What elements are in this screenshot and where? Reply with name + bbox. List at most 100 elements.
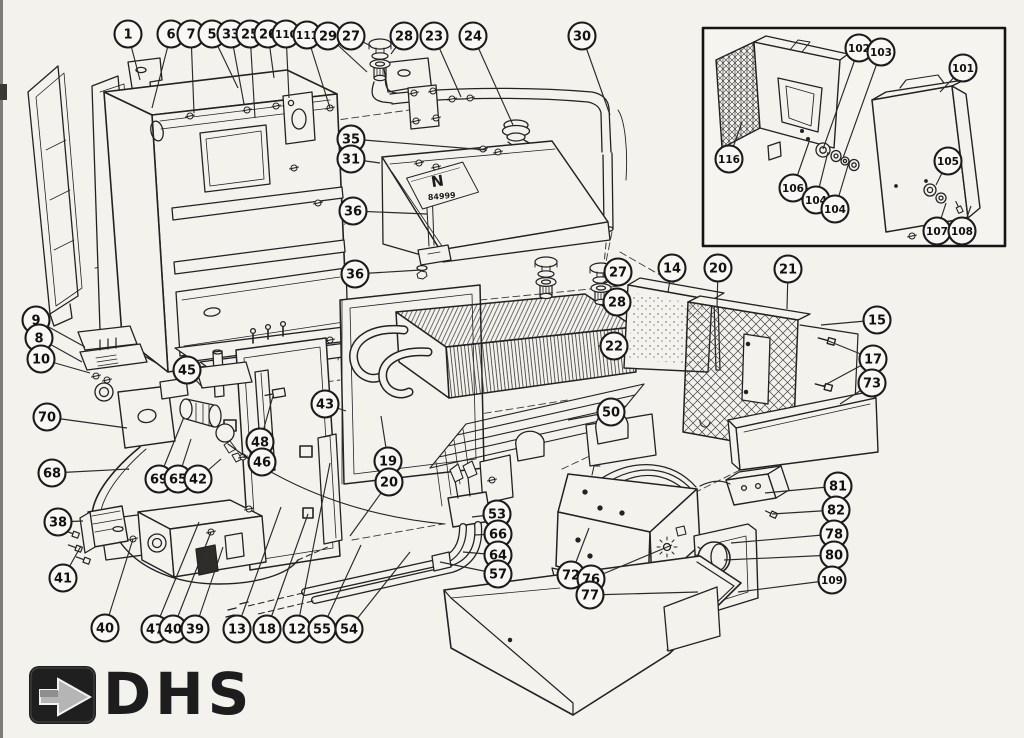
balloon-circle	[48, 563, 78, 593]
balloon-number: 1	[123, 28, 132, 43]
balloon-number: 19	[379, 455, 397, 470]
part-balloon-10: 10	[26, 344, 56, 374]
leader-line	[730, 533, 835, 544]
balloon-number: 21	[779, 263, 797, 278]
balloon-circle	[336, 21, 366, 51]
balloon-number: 28	[395, 30, 413, 45]
part-balloon-8: 8	[24, 323, 54, 353]
balloon-circle	[222, 614, 252, 644]
part-balloon-116: 116	[714, 144, 744, 174]
balloon-number: 33	[222, 28, 240, 43]
balloon-number: 55	[313, 623, 331, 638]
balloon-circle	[599, 331, 629, 361]
part-balloon-27: 27	[336, 21, 366, 51]
balloon-number: 66	[489, 528, 507, 543]
balloon-number: 102	[848, 43, 870, 55]
balloon-number: 80	[825, 549, 843, 564]
part-balloon-23: 23	[419, 21, 449, 51]
balloon-number: 43	[316, 398, 334, 413]
balloon-number: 108	[951, 226, 973, 238]
balloon-circle	[857, 368, 887, 398]
balloon-number: 41	[54, 572, 72, 587]
leader-line	[842, 51, 882, 159]
balloon-number: 36	[346, 268, 364, 283]
balloon-number: 77	[581, 589, 599, 604]
leader-line	[296, 462, 331, 630]
balloon-circle	[778, 173, 808, 203]
leader-line	[590, 544, 673, 580]
leader-line	[822, 47, 860, 150]
part-balloon-73: 73	[857, 368, 887, 398]
leader-line	[321, 544, 362, 630]
part-balloon-20: 20	[703, 253, 733, 283]
balloon-number: 70	[38, 411, 56, 426]
balloon-number: 8	[34, 332, 43, 347]
balloon-circle	[374, 467, 404, 497]
leader-line	[236, 506, 282, 630]
part-balloon-101: 101	[948, 53, 978, 83]
balloon-number: 27	[609, 266, 627, 281]
balloon-number: 42	[189, 473, 207, 488]
dhs-logo: DHS	[29, 660, 253, 728]
balloon-circle	[862, 305, 892, 335]
balloon-circle	[458, 21, 488, 51]
part-balloon-42: 42	[183, 464, 213, 494]
scan-edge-notch	[0, 84, 7, 100]
balloon-number: 10	[32, 353, 50, 368]
logo-text: DHS	[103, 660, 253, 728]
part-balloon-106: 106	[778, 173, 808, 203]
balloon-circle	[820, 194, 850, 224]
part-balloon-22: 22	[599, 331, 629, 361]
balloon-number: 12	[288, 623, 306, 638]
balloon-circle	[334, 614, 364, 644]
heater-core	[349, 256, 637, 399]
part-balloon-14: 14	[657, 253, 687, 283]
balloon-circle	[180, 614, 210, 644]
balloon-circle	[172, 355, 202, 385]
part-balloon-38: 38	[43, 507, 73, 537]
balloon-number: 104	[824, 204, 846, 216]
decal-code: 84999	[428, 191, 457, 202]
part-balloon-29: 29	[313, 21, 343, 51]
part-balloon-27: 27	[603, 257, 633, 287]
balloon-number: 31	[342, 153, 360, 168]
balloon-number: 40	[164, 623, 182, 638]
balloon-circle	[603, 257, 633, 287]
part-balloon-68: 68	[37, 458, 67, 488]
balloon-number: 82	[827, 504, 845, 519]
tank-decal-text: N 84999	[428, 171, 457, 202]
part-balloon-107: 107	[922, 216, 952, 246]
balloon-number: 7	[186, 28, 195, 43]
part-balloon-19: 19	[373, 446, 403, 476]
part-balloon-57: 57	[483, 559, 513, 589]
part-balloon-46: 46	[247, 447, 277, 477]
inset-detail-box	[701, 26, 1007, 248]
balloon-number: 18	[258, 623, 276, 638]
balloon-number: 28	[608, 296, 626, 311]
balloon-circle	[247, 447, 277, 477]
balloon-circle	[26, 344, 56, 374]
balloon-number: 39	[186, 623, 204, 638]
balloon-circle	[596, 397, 626, 427]
left-mounting-strip	[27, 65, 83, 327]
part-balloon-77: 77	[575, 580, 605, 610]
balloon-circle	[703, 253, 733, 283]
balloon-number: 109	[821, 575, 843, 587]
part-balloon-20: 20	[374, 467, 404, 497]
balloon-number: 65	[169, 473, 187, 488]
balloon-number: 69	[150, 473, 168, 488]
part-balloon-70: 70	[32, 402, 62, 432]
floor-panel	[443, 555, 742, 716]
balloon-number: 78	[825, 528, 843, 543]
part-balloon-13: 13	[222, 614, 252, 644]
coolant-pipe	[389, 84, 612, 153]
balloon-circle	[43, 507, 73, 537]
logo-tile-edge	[30, 667, 95, 723]
balloon-number: 36	[344, 205, 362, 220]
part-balloon-110: 110	[271, 19, 301, 49]
leader-line	[348, 551, 411, 630]
balloon-circle	[773, 254, 803, 284]
balloon-circle	[866, 37, 896, 67]
part-balloon-55: 55	[307, 614, 337, 644]
